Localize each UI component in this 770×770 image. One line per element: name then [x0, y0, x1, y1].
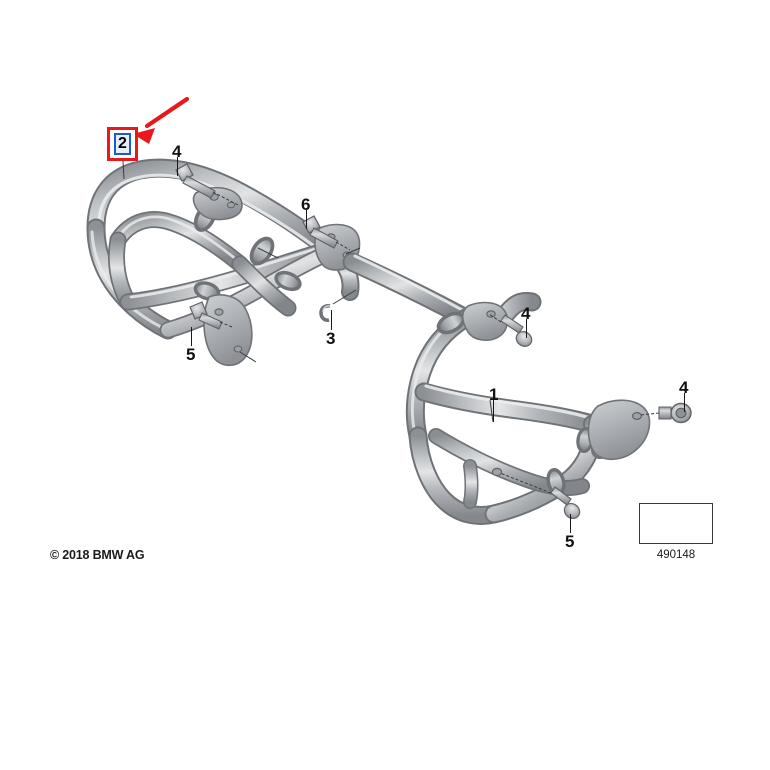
callout-1-leader [493, 400, 494, 422]
callout-4-mid[interactable]: 4 [521, 304, 531, 323]
diagram-reference-id: 490148 [656, 549, 696, 561]
callout-5-left[interactable]: 5 [186, 345, 196, 364]
highlighted-callout-2[interactable]: 2 [107, 127, 138, 161]
right-mid-mount-tab [461, 301, 509, 341]
callout-4-top[interactable]: 4 [172, 142, 182, 161]
orientation-icon-box [639, 503, 713, 544]
callout-1[interactable]: 1 [489, 385, 499, 404]
callout-5-bottom[interactable]: 5 [565, 532, 575, 551]
part-leader-lines [122, 160, 494, 423]
bolt-4-mid [488, 313, 533, 347]
bolt-4-top [175, 163, 239, 206]
callout-4-right[interactable]: 4 [679, 378, 689, 397]
bolt-5-bottom [499, 472, 581, 520]
bolt-4-right [639, 402, 692, 424]
callout-5-left-leader [191, 327, 192, 346]
copyright-notice: © 2018 BMW AG [50, 548, 145, 562]
highlight-inner-label: 2 [114, 133, 131, 155]
red-pointer-arrow [133, 96, 190, 144]
clip-3 [319, 289, 357, 322]
callout-4-mid-leader [526, 319, 527, 338]
callout-6[interactable]: 6 [301, 195, 311, 214]
right-end-mount-plate [587, 399, 651, 461]
callout-3[interactable]: 3 [326, 329, 336, 348]
callout-6-leader [306, 210, 307, 229]
right-bottom-mount-tab [491, 467, 503, 477]
left-protection-bar [86, 158, 360, 340]
callout-4-top-leader [177, 157, 178, 176]
right-protection-bar [405, 292, 610, 525]
bolt-5-left [189, 301, 233, 330]
callout-4-right-leader [684, 393, 685, 412]
callout-5-bottom-leader [570, 514, 571, 533]
callout-3-leader [331, 310, 332, 330]
bolt-6 [302, 215, 351, 251]
diagonal-cross-brace [342, 252, 476, 328]
